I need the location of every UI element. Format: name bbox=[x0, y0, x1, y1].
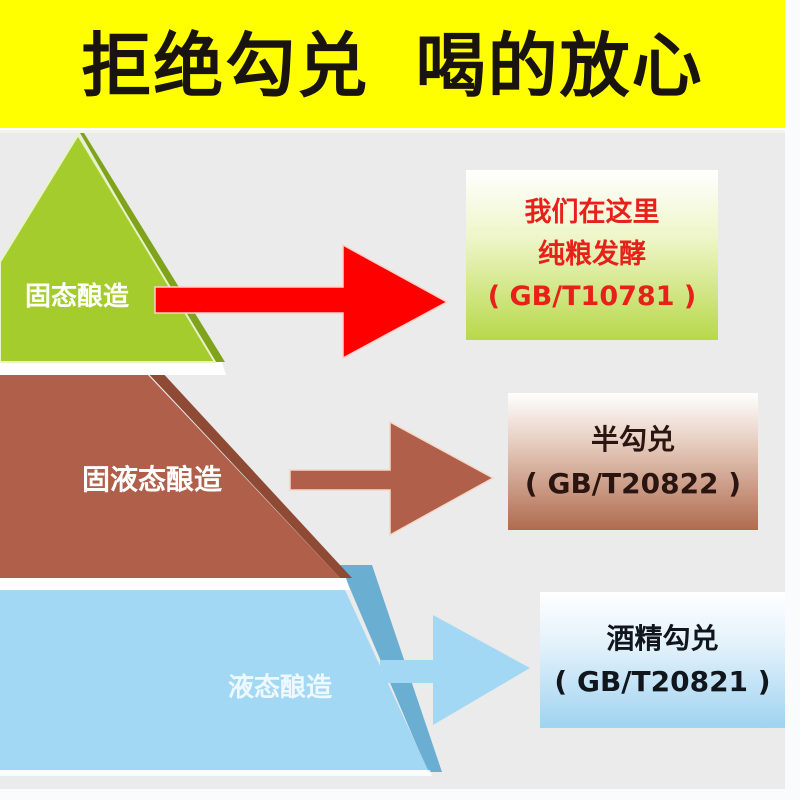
standard-box-solid: 我们在这里 纯粮发酵 ( GB/T10781 ) bbox=[466, 170, 718, 340]
tier-label-semi: 固液态酿造 bbox=[82, 463, 223, 496]
box-liquid-standard: ( GB/T20821 ) bbox=[554, 665, 771, 698]
tier-label-liquid: 液态酿造 bbox=[228, 673, 333, 703]
standard-box-liquid: 酒精勾兑 ( GB/T20821 ) bbox=[540, 592, 785, 728]
box-solid-standard: ( GB/T10781 ) bbox=[487, 280, 697, 312]
arrow-liquid bbox=[380, 615, 530, 725]
page-title: 拒绝勾兑 喝的放心 bbox=[81, 25, 704, 107]
tier-liquid-shape bbox=[0, 565, 442, 776]
tier-solid-shape bbox=[0, 133, 226, 375]
arrow-solid bbox=[154, 243, 449, 360]
box-semi-line-1: 半勾兑 bbox=[590, 423, 675, 457]
header-banner: 拒绝勾兑 喝的放心 bbox=[0, 0, 785, 128]
arrow-semi bbox=[289, 420, 495, 537]
box-solid-line-2: 纯粮发酵 bbox=[538, 239, 646, 271]
standard-box-semi: 半勾兑 ( GB/T20822 ) bbox=[508, 393, 758, 530]
box-semi-standard: ( GB/T20822 ) bbox=[524, 466, 742, 500]
box-liquid-line-1: 酒精勾兑 bbox=[606, 621, 719, 655]
tier-label-solid: 固态酿造 bbox=[25, 282, 130, 312]
box-solid-line-1: 我们在这里 bbox=[524, 197, 660, 229]
tier-semi-shape bbox=[0, 370, 352, 590]
